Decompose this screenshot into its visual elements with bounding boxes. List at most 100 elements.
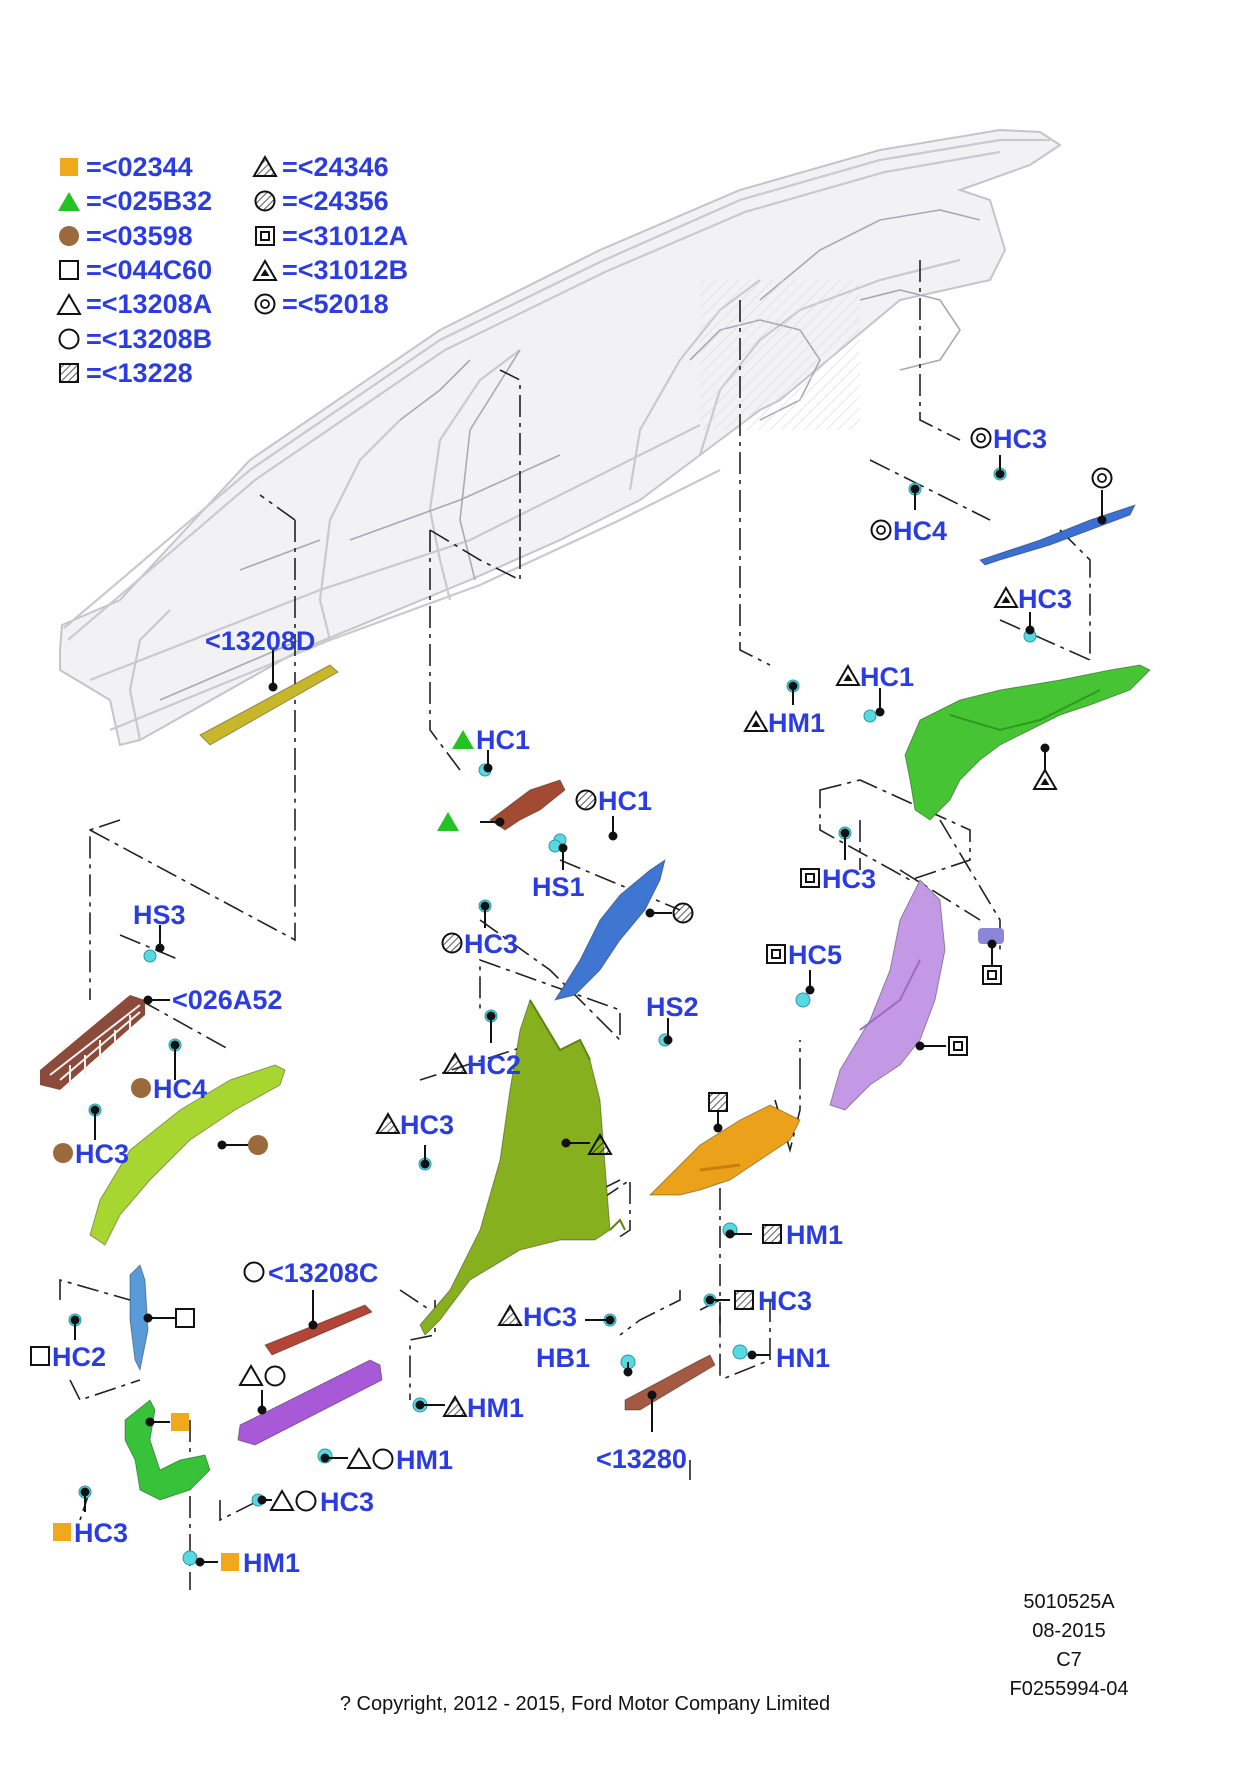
callout-hc3-hatchc: HC3 [464,929,518,959]
triangle-in-triangle-icon [253,260,277,281]
callout-hc3-tri-low: HC3 [523,1302,577,1332]
callout-hs1: HS1 [532,872,585,902]
triangle-outline-icon [270,1490,294,1511]
copyright-notice: ? Copyright, 2012 - 2015, Ford Motor Com… [340,1693,830,1715]
legend-code: =<13208A [86,289,212,319]
part-13208d-strip [199,664,339,746]
callout-hc2-left: HC2 [52,1342,106,1372]
callout-hs3: HS3 [133,900,186,930]
square-outline-icon [30,1346,50,1366]
callout-hc3-left: HC3 [75,1139,129,1169]
circle-outline-icon [58,328,80,350]
part-green-lower-bracket [124,1399,211,1501]
filled-square-orange-icon [171,1413,189,1431]
callout-026a52: <026A52 [172,985,282,1015]
legend-row: =<13208A [57,289,212,319]
legend-code: =<24356 [282,186,389,216]
hatched-square-icon [708,1092,728,1112]
triangle-outline-icon [347,1448,371,1469]
legend-row: =<13208B [58,324,212,354]
callout-hs2: HS2 [646,992,699,1022]
legend-code: =<044C60 [86,255,212,285]
triangle-in-triangle-icon [994,587,1018,608]
callout-hc4-left: HC4 [153,1074,207,1104]
filled-circle-brown-icon [53,1143,73,1163]
hatched-circle-icon [672,902,694,924]
legend-code: =<31012B [282,255,408,285]
circle-outline-icon [295,1490,317,1512]
filled-circle-brown-icon [248,1135,268,1155]
hatched-circle-icon [441,932,463,954]
callout-hc1-hatch: HC1 [598,786,652,816]
triangle-outline-icon [57,294,81,315]
callout-hc4-cc: HC4 [893,516,947,546]
callouts: <13208D HS3 <026A52 HC4 HC3 HC2 HC3 [30,424,1113,1578]
part-quarter-lower-trim [829,879,946,1111]
filled-circle-brown-icon [131,1078,151,1098]
square-in-square-icon [948,1036,968,1056]
part-13208c-bar [264,1304,373,1356]
filled-square-orange-icon [60,158,78,176]
filled-triangle-green-icon [452,730,474,749]
reference-date: 08-2015 [1032,1620,1105,1642]
legend-row: =<52018 [254,289,389,319]
triangle-in-triangle-icon [836,665,860,686]
reference-figure-id: F0255994-04 [1010,1678,1129,1700]
circle-outline-icon [264,1365,286,1387]
circle-outline-icon [243,1261,265,1283]
reference-number: 5010525A [1023,1591,1115,1613]
callout-hm1-bl: HM1 [243,1548,300,1578]
part-b-pillar-upper-trim [553,858,666,1001]
legend-code: =<13208B [86,324,212,354]
callout-hc1-tt: HC1 [860,662,914,692]
part-13280-rail [624,1354,716,1411]
legend-row: =<13228 [59,358,193,388]
callout-hc1-green: HC1 [476,725,530,755]
square-outline-icon [59,260,79,280]
circle-outline-icon [372,1448,394,1470]
legend-row: =<31012B [253,255,408,285]
callout-hm1-tt: HM1 [768,708,825,738]
part-025b32-bracket [489,779,566,831]
callout-hm1-tri: HM1 [467,1393,524,1423]
filled-circle-brown-icon [59,226,79,246]
part-a-pillar-trim-left [89,1064,286,1246]
part-c-pillar-upper-trim [904,664,1151,821]
legend-code: =<02344 [86,152,193,182]
hatched-circle-icon [575,789,597,811]
part-blue-strip-hc2 [129,1264,149,1372]
part-quarter-upper-trim [979,504,1136,566]
legend-row: =<044C60 [59,255,212,285]
hatched-triangle-icon [443,1053,467,1074]
square-outline-icon [175,1308,195,1328]
legend: =<02344 =<025B32 =<03598 =<044C60 =<1320… [57,152,408,388]
filled-triangle-green-icon [58,192,80,211]
hatched-square-icon [734,1290,754,1310]
legend-code: =<13228 [86,358,193,388]
square-in-square-icon [982,965,1002,985]
hatched-triangle-icon [376,1113,400,1134]
legend-code: =<03598 [86,221,193,251]
hatched-square-icon [762,1224,782,1244]
legend-code: =<31012A [282,221,408,251]
circle-in-circle-icon [970,427,992,449]
callout-hc3-mid: HC3 [320,1487,374,1517]
legend-code: =<52018 [282,289,389,319]
part-026a52-bracket [40,995,145,1090]
filled-square-orange-icon [221,1553,239,1571]
square-in-square-icon [255,226,275,246]
callout-hm1-hsq: HM1 [786,1220,843,1250]
callout-hc3-bl: HC3 [74,1518,128,1548]
callout-hc2-tri: HC2 [467,1050,521,1080]
callout-hc3-tt: HC3 [1018,584,1072,614]
legend-row: =<03598 [59,221,193,251]
hatched-circle-icon [254,190,276,212]
hatched-triangle-icon [498,1305,522,1326]
legend-code: =<025B32 [86,186,212,216]
legend-row: =<31012A [255,221,408,251]
reference-revision: C7 [1056,1649,1082,1671]
circle-in-circle-icon [870,519,892,541]
callout-hb1: HB1 [536,1343,590,1373]
square-in-square-icon [766,944,786,964]
